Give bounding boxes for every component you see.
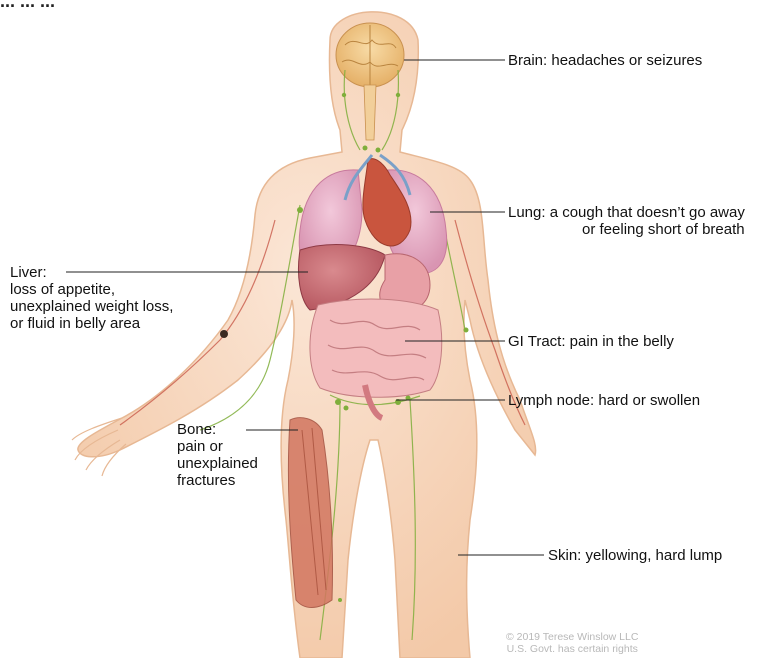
label-lung: Lung: a cough that doesn’t go away or fe… (508, 204, 745, 238)
credit-line2: U.S. Govt. has certain rights (506, 643, 638, 655)
label-liver-line4: or fluid in belly area (10, 315, 173, 332)
label-bone-line4: fractures (177, 472, 258, 489)
label-liver-line1: Liver: (10, 264, 173, 281)
label-bone-line2: pain or (177, 438, 258, 455)
label-bone: Bone: pain or unexplained fractures (177, 421, 258, 489)
label-brain: Brain: headaches or seizures (508, 52, 702, 69)
label-bone-line1: Bone: (177, 421, 258, 438)
label-bone-line3: unexplained (177, 455, 258, 472)
label-gi-tract: GI Tract: pain in the belly (508, 333, 674, 350)
label-lung-line1: Lung: a cough that doesn’t go away (508, 204, 745, 221)
label-skin: Skin: yellowing, hard lump (548, 547, 722, 564)
arm-lesion-dot (220, 330, 228, 338)
label-liver-line2: loss of appetite, (10, 281, 173, 298)
credit-line1: © 2019 Terese Winslow LLC (506, 631, 638, 643)
copyright-credit: © 2019 Terese Winslow LLC U.S. Govt. has… (506, 631, 638, 655)
label-liver: Liver: loss of appetite, unexplained wei… (10, 264, 173, 332)
label-liver-line3: unexplained weight loss, (10, 298, 173, 315)
label-lung-line2: or feeling short of breath (508, 221, 745, 238)
label-lymph-node: Lymph node: hard or swollen (508, 392, 700, 409)
